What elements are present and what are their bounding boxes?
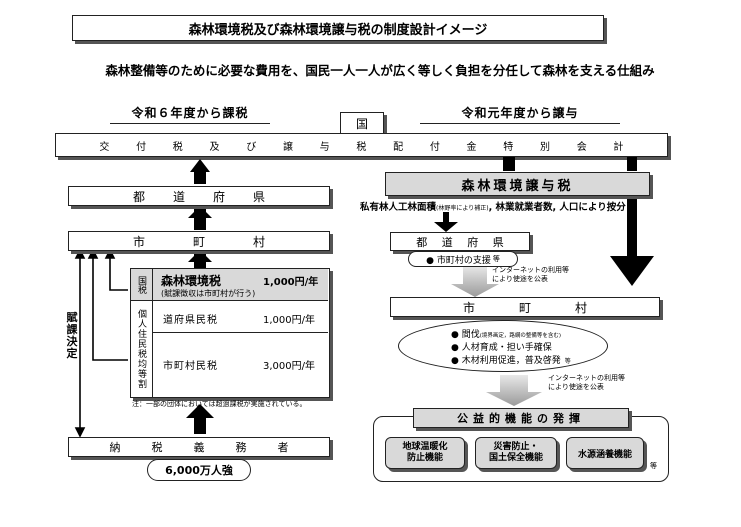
koeki-kino-box: 公益的機能の発揮 (413, 408, 629, 428)
right-header: 令和元年度から譲与 (420, 104, 620, 124)
shinrin-kankyo-joyozei-box: 森林環境譲与税 (385, 172, 650, 196)
tax1-amount: 1,000円/年 (263, 277, 319, 288)
koeki-label: 公益的機能の発揮 (457, 412, 585, 425)
page-title: 森林環境税及び森林環境譲与税の制度設計イメージ (188, 22, 488, 38)
tax1-note: (賦課徴収は市町村が行う) (161, 289, 256, 298)
tax-table: 国税 森林環境税 1,000円/年 (賦課徴収は市町村が行う) 個人住民税均等割… (130, 268, 330, 398)
shinrin-kankyo-zei-row: 森林環境税 1,000円/年 (賦課徴収は市町村が行う) (153, 269, 328, 301)
left-todofuken-box: 都道府県 (68, 186, 330, 206)
left-shichoson-box: 市町村 (68, 231, 330, 251)
left-thin-arrows (74, 248, 128, 438)
right-kofuzei-arrows (434, 157, 654, 286)
title-box: 森林環境税及び森林環境譲与税の制度設計イメージ (72, 15, 604, 41)
internet-note-1: インターネットの利用等 により使途を公表 (492, 266, 569, 283)
internet-note-2: インターネットの利用等 により使途を公表 (548, 374, 625, 391)
func-saigai-boshi: 災害防止・ 国土保全機能 (475, 437, 557, 469)
tax2-amount: 1,000円/年 (263, 315, 315, 326)
use-mokuzai: ● 木材利用促進，普及啓発等 (451, 356, 571, 366)
kuni-label: 国 (355, 116, 368, 131)
kuni-box: 国 (340, 112, 384, 134)
left-up-arrow (186, 159, 214, 434)
use-jinzai: ● 人材育成・担い手確保 (451, 343, 552, 353)
allocation-text: 私有林人工林面積(林野率により補正), 林業就業者数, 人口により按分 (360, 202, 626, 213)
kojin-juminzei-cell: 個人住民税均等割 (131, 301, 153, 397)
func-suigen-kanyo: 水源涵養機能 (566, 437, 644, 469)
tax1-name: 森林環境税 (161, 274, 222, 288)
shichosonminzei-row: 市町村民税 3,000円/年 (153, 333, 328, 397)
func-chikyu-ondanka: 地球温暖化 防止機能 (385, 437, 465, 469)
gray-arrow-2 (486, 375, 542, 406)
right-todofuken-box: 都道府県 (390, 232, 530, 251)
tax3-amount: 3,000円/年 (263, 361, 315, 372)
kokuzei-cell: 国税 (131, 269, 153, 301)
page-subtitle: 森林整備等のために必要な費用を、国民一人一人が広く等しく負担を分任して森林を支え… (105, 63, 655, 78)
func-etc: 等 (650, 462, 657, 470)
uses-oval: ● 間伐(境界画定，路網の整備等を含む) ● 人材育成・担い手確保 ● 木材利用… (398, 320, 608, 372)
use-kanbatsu: ● 間伐(境界画定，路網の整備等を含む) (451, 330, 562, 340)
right-shichoson-box: 市町村 (390, 297, 660, 317)
nozei-gimusha-box: 納税義務者 (68, 437, 330, 457)
left-header: 令和６年度から課税 (110, 104, 270, 124)
joyo-zei-label: 森林環境譲与税 (461, 178, 574, 194)
shichoson-shien-oval: ● 市町村の支援等 (408, 251, 518, 267)
gray-arrow-1 (451, 266, 499, 297)
dofukenminzei-row: 道府県民税 1,000円/年 (153, 301, 328, 333)
kofuzei-tokubetsu-kaikei-box: 交付税及び譲与税配付金特別会計 (55, 133, 668, 157)
tax2-name: 道府県民税 (163, 315, 218, 326)
fuka-kettei-label: 賦課決定 (66, 311, 78, 360)
tax-note: 注：一部の団体においては超過課税が実施されている。 (132, 400, 307, 408)
tax3-name: 市町村民税 (163, 361, 218, 372)
population-badge: 6,000万人強 (147, 459, 251, 481)
